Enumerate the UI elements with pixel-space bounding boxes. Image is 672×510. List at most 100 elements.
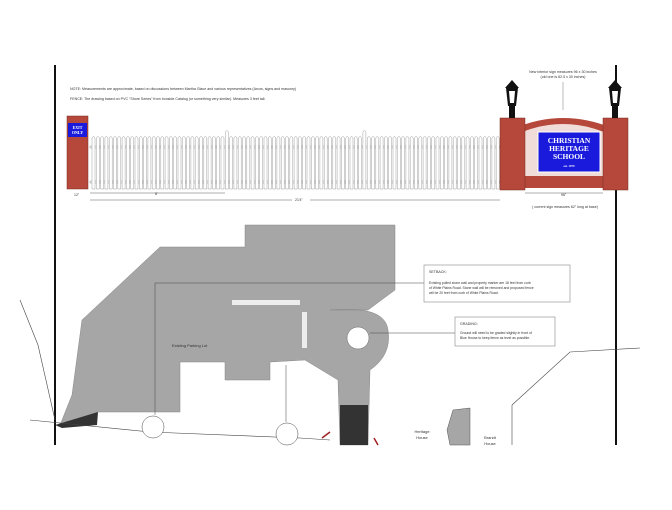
fence-picket — [298, 136, 302, 190]
fence-picket — [233, 136, 238, 190]
fence-picket — [422, 136, 427, 190]
fence-picket — [358, 136, 362, 190]
fence-picket — [134, 136, 139, 190]
fence-picket — [401, 136, 405, 190]
fence-picket — [388, 136, 392, 190]
fence-picket — [242, 136, 246, 190]
page-border-right — [615, 65, 617, 445]
fence-picket — [457, 136, 461, 190]
fence-picket — [345, 136, 349, 190]
fence-picket — [431, 136, 435, 190]
fence-picket — [306, 136, 311, 190]
fence-picket — [96, 136, 100, 190]
fence-picket — [272, 136, 276, 190]
current-sign-note: ( current sign measures 62" long at base… — [532, 205, 598, 209]
sign-name-line1: CHRISTIAN — [548, 136, 591, 145]
fence-picket — [410, 136, 414, 190]
school-sign-panel — [537, 131, 601, 173]
fence-picket — [336, 136, 341, 190]
lamp-icon — [608, 80, 622, 118]
fence-picket — [100, 136, 104, 190]
fence-picket — [293, 136, 298, 190]
fence-picket — [315, 136, 319, 190]
fence-picket — [229, 136, 233, 190]
fence-picket — [195, 136, 199, 190]
fence-picket — [203, 136, 207, 190]
setback-line: will be 20 feet from curb of White Plain… — [429, 291, 499, 295]
fence-picket — [109, 136, 113, 190]
sign-est: est. 1979 — [564, 164, 575, 168]
setback-title: SETBACK: — [429, 270, 447, 274]
fence-picket — [444, 136, 448, 190]
sign-pillar-left — [499, 117, 526, 191]
fence-picket — [186, 136, 190, 190]
fence-picket — [311, 136, 315, 190]
exit-sign-line2: ONLY — [72, 130, 83, 135]
fence-picket — [367, 136, 371, 190]
fence-picket — [478, 136, 483, 190]
fence-picket — [121, 136, 126, 190]
fence-picket — [448, 136, 453, 190]
fence-picket — [285, 136, 289, 190]
fence-picket — [126, 136, 130, 190]
fence-picket — [496, 136, 500, 190]
fence-picket — [216, 136, 220, 190]
fence-picket — [207, 136, 212, 190]
fence-picket — [324, 136, 328, 190]
crosswalk — [302, 312, 307, 348]
dim-pillar: 12" — [74, 193, 80, 197]
grading-title: GRADING: — [460, 322, 478, 326]
fence-picket — [177, 136, 182, 190]
fence-picket — [405, 136, 410, 190]
fence-picket — [375, 136, 379, 190]
fence-picket — [160, 136, 164, 190]
sign-callout-line2: (old one is 62.5 x 30 inches) — [541, 75, 586, 79]
crosswalk — [232, 300, 300, 305]
fence-picket — [182, 136, 186, 190]
heritage-house-label2: House — [416, 435, 428, 440]
fence-picket — [169, 136, 173, 190]
brandt-house-label: Brandt — [484, 435, 497, 440]
exit-sign-line1: EXIT — [73, 125, 83, 130]
fence-picket — [268, 136, 272, 190]
grading-line: Blue House to keep fence as level as pos… — [460, 336, 530, 340]
picket-fence — [89, 130, 501, 190]
fence-note-text: FENCE: The drawing based on PVC "Shore S… — [70, 97, 265, 101]
sign-callout-line1: New interior sign measures 96 x 30 inche… — [529, 70, 597, 74]
fence-picket — [139, 136, 143, 190]
fence-picket — [384, 136, 388, 190]
parking-lot-label: Existing Parking Lot — [172, 343, 208, 348]
fence-picket — [190, 136, 195, 190]
fence-picket — [91, 136, 96, 190]
fence-picket — [332, 136, 336, 190]
setback-line: Existing pulled stone wall and property … — [429, 281, 531, 285]
fence-picket — [152, 136, 156, 190]
exit-sign — [68, 123, 87, 137]
turnaround-island — [346, 326, 370, 350]
dim-total: 21'4" — [295, 198, 304, 202]
fence-picket — [289, 136, 293, 190]
fence-picket — [414, 136, 418, 190]
fence-picket — [246, 136, 250, 190]
grading-line: Ground will need to be graded slightly i… — [460, 331, 532, 335]
school-sign-structure: CHRISTIAN HERITAGE SCHOOL est. 1979 — [499, 117, 629, 191]
fence-picket — [487, 136, 491, 190]
fence-picket — [453, 136, 457, 190]
fence-picket — [362, 130, 367, 190]
page-border-left — [54, 65, 56, 445]
fence-picket — [371, 136, 375, 190]
fence-picket — [263, 136, 268, 190]
grading-callout: GRADING: Ground will need to be graded s… — [454, 316, 556, 347]
lamp-icon — [505, 80, 519, 118]
fence-picket — [250, 136, 255, 190]
sign-pillar-right — [602, 117, 629, 191]
fence-picket — [104, 136, 109, 190]
fence-picket — [113, 136, 117, 190]
fence-picket — [255, 136, 259, 190]
fence-picket — [474, 136, 478, 190]
fence-picket — [483, 136, 487, 190]
fence-picket — [392, 136, 397, 190]
heritage-house-building — [446, 407, 471, 446]
note-text: NOTE: Measurements are approximate, base… — [70, 87, 296, 91]
